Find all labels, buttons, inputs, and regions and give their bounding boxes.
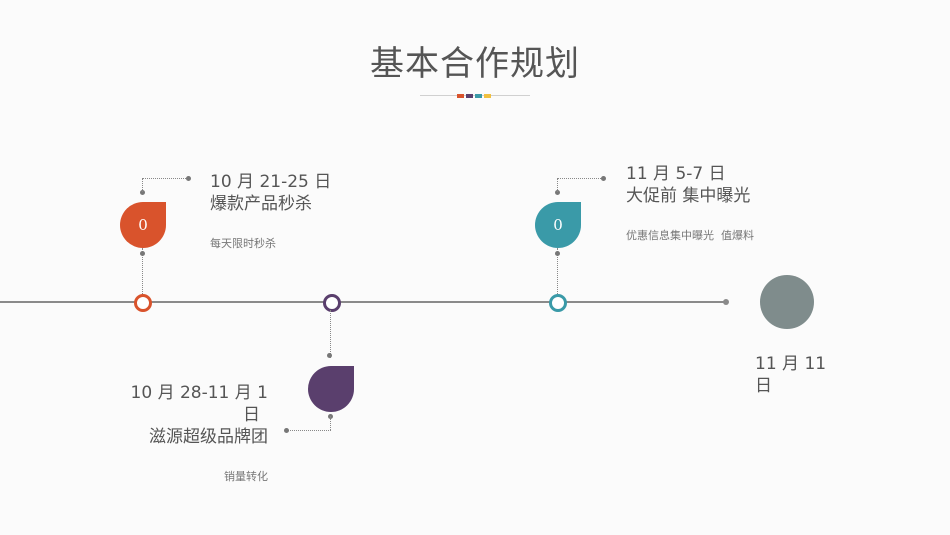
timeline-line — [0, 301, 727, 303]
milestone-3-date: 11 月 5-7 日 — [626, 164, 726, 184]
connector-3-dot-upper — [555, 190, 560, 195]
connector-3-dot-lower — [555, 251, 560, 256]
connector-1-upper — [142, 178, 143, 192]
milestone-4-date: 11 月 11 — [755, 354, 827, 374]
connector-1-dot-lower — [140, 251, 145, 256]
milestone-2-date: 10 月 28-11 月 1 — [130, 383, 268, 403]
milestone-3-icon-glyph: 0 — [553, 216, 563, 234]
megaphone-icon: 0 — [535, 202, 581, 248]
connector-2-lower — [330, 416, 331, 430]
target-icon — [760, 275, 814, 329]
connector-3-dot-end — [601, 176, 606, 181]
milestone-3-heading: 大促前 集中曝光 — [626, 186, 751, 206]
connector-1-dot-upper — [140, 190, 145, 195]
milestone-2-description: 销量转化 — [224, 470, 268, 483]
milestone-3-description: 优惠信息集中曝光 值爆料 — [626, 229, 754, 242]
connector-2-horizontal — [286, 430, 331, 431]
timeline-node-2[interactable] — [323, 294, 341, 312]
timeline-end-dot — [723, 299, 729, 305]
milestone-1-heading: 爆款产品秒杀 — [210, 194, 312, 214]
connector-2-dot-end — [284, 428, 289, 433]
milestone-2-date-suffix: 日 — [243, 405, 260, 425]
title-color-dots — [457, 94, 493, 98]
fire-icon: 0 — [120, 202, 166, 248]
title-dot-4 — [484, 94, 491, 98]
connector-3-upper — [557, 178, 558, 192]
timeline-node-3[interactable] — [549, 294, 567, 312]
connector-3-horizontal — [557, 178, 603, 179]
milestone-1-icon-glyph: 0 — [138, 216, 148, 234]
milestone-1-date: 10 月 21-25 日 — [210, 172, 332, 192]
milestone-4-date-suffix: 日 — [755, 376, 772, 396]
slide-title: 基本合作规划 — [370, 44, 580, 84]
title-dot-3 — [475, 94, 482, 98]
title-dot-2 — [466, 94, 473, 98]
connector-1-lower — [142, 248, 143, 294]
connector-3-lower — [557, 248, 558, 294]
milestone-2-heading: 滋源超级品牌团 — [149, 427, 268, 447]
timeline-node-1[interactable] — [134, 294, 152, 312]
connector-1-horizontal — [142, 178, 188, 179]
tag-icon — [308, 366, 354, 412]
milestone-1-description: 每天限时秒杀 — [210, 237, 276, 250]
title-dot-1 — [457, 94, 464, 98]
connector-2-dot-upper — [327, 353, 332, 358]
connector-2-upper — [330, 310, 331, 358]
connector-1-dot-end — [186, 176, 191, 181]
